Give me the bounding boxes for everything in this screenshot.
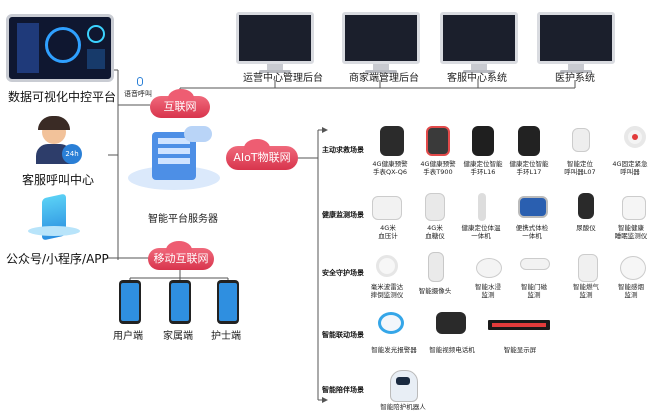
device-label: 健康定位智能 手环L17 bbox=[509, 160, 549, 176]
device-label: 健康定位智能 手环L16 bbox=[463, 160, 503, 176]
sleep-monitor-icon bbox=[622, 196, 646, 220]
monitor-merchant bbox=[342, 12, 420, 73]
device-label: 智能显示屏 bbox=[503, 346, 537, 354]
smoke-sensor-icon bbox=[620, 256, 646, 280]
scene-title: 安全守护场景 bbox=[322, 269, 364, 277]
device-label: 智能水浸 监测 bbox=[475, 283, 501, 299]
video-phone-icon bbox=[436, 312, 466, 334]
system-label: 客服中心系统 bbox=[447, 73, 507, 84]
client-label: 用户端 bbox=[113, 331, 143, 342]
server-illustration bbox=[128, 126, 220, 192]
mobile-app-label: 公众号/小程序/APP bbox=[6, 252, 109, 266]
monitor-service bbox=[440, 12, 518, 73]
call-center-label: 客服呼叫中心 bbox=[22, 173, 95, 187]
badge-24h: 24h bbox=[62, 144, 82, 164]
aiot-cloud: AIoT物联网 bbox=[226, 139, 298, 170]
health-kiosk-icon bbox=[518, 196, 548, 218]
aiot-label: AIoT物联网 bbox=[233, 151, 291, 164]
phone-family bbox=[169, 280, 191, 324]
watch-icon bbox=[380, 126, 404, 156]
microphone-icon bbox=[137, 77, 143, 86]
watch-icon bbox=[426, 126, 450, 156]
client-label: 护士端 bbox=[211, 331, 241, 342]
monitor-operations bbox=[236, 12, 314, 73]
device-label: 4G米 血糖仪 bbox=[425, 224, 445, 240]
device-label: 尿酸仪 bbox=[576, 224, 596, 232]
call-center-icon: 24h bbox=[32, 116, 82, 164]
band-icon bbox=[518, 126, 540, 156]
voice-call-label: 语音呼叫 bbox=[124, 90, 152, 98]
locator-icon bbox=[572, 128, 590, 152]
internet-label: 互联网 bbox=[163, 100, 197, 113]
emergency-button-icon bbox=[624, 126, 646, 148]
device-label: 智能健康 睡眠监测仪 bbox=[614, 224, 648, 240]
internet-cloud: 互联网 bbox=[150, 89, 210, 118]
dashboard-device bbox=[6, 14, 114, 82]
system-label: 运营中心管理后台 bbox=[243, 73, 323, 84]
uric-acid-meter-icon bbox=[578, 193, 594, 219]
system-label: 医护系统 bbox=[555, 73, 595, 84]
camera-icon bbox=[428, 252, 444, 282]
scene-title: 智能陪伴场景 bbox=[322, 386, 364, 394]
device-label: 智能感烟 监测 bbox=[618, 283, 644, 299]
gas-sensor-icon bbox=[578, 254, 598, 282]
device-label: 4G健康预警 手表T900 bbox=[420, 160, 456, 176]
device-label: 4G米 血压计 bbox=[378, 224, 398, 240]
mobile-internet-cloud: 移动互联网 bbox=[148, 241, 214, 270]
mobile-internet-label: 移动互联网 bbox=[153, 252, 209, 265]
scene-title: 智能联动场景 bbox=[322, 331, 364, 339]
device-label: 智能燃气 监测 bbox=[573, 283, 599, 299]
radar-icon bbox=[376, 255, 398, 277]
device-label: 智能门磁 监测 bbox=[521, 283, 547, 299]
device-label: 4G固定紧急 呼叫器 bbox=[612, 160, 648, 176]
band-icon bbox=[472, 126, 494, 156]
device-label: 智能陪护机器人 bbox=[380, 403, 426, 411]
device-label: 便携式体检 一体机 bbox=[515, 224, 549, 240]
device-label: 智能发光报警器 bbox=[371, 346, 417, 354]
system-label: 商家端管理后台 bbox=[349, 73, 419, 84]
server-label: 智能平台服务器 bbox=[148, 214, 218, 225]
door-sensor-icon bbox=[520, 258, 550, 270]
water-sensor-icon bbox=[476, 258, 502, 278]
dashboard-label: 数据可视化中控平台 bbox=[8, 90, 117, 104]
robot-icon bbox=[390, 370, 418, 402]
device-label: 4G健康预警 手表QX-Q6 bbox=[372, 160, 408, 176]
device-label: 健康定位体温 一体机 bbox=[461, 224, 501, 240]
phone-nurse bbox=[217, 280, 239, 324]
client-label: 家属端 bbox=[163, 331, 193, 342]
device-label: 毫米波雷达 摔倒监测仪 bbox=[370, 283, 404, 299]
scene-title: 健康监测场景 bbox=[322, 211, 364, 219]
blood-pressure-icon bbox=[372, 196, 402, 220]
device-label: 智能定位 呼叫器L07 bbox=[564, 160, 596, 176]
monitor-medical bbox=[537, 12, 615, 73]
led-display-icon bbox=[488, 320, 550, 330]
phone-user bbox=[119, 280, 141, 324]
alarm-light-icon bbox=[378, 312, 404, 334]
thermometer-icon bbox=[478, 193, 486, 221]
device-label: 智能视频电话机 bbox=[429, 346, 475, 354]
device-label: 智能摄像头 bbox=[418, 287, 452, 295]
glucose-meter-icon bbox=[425, 193, 445, 221]
scene-title: 主动求救场景 bbox=[322, 146, 364, 154]
mobile-app-icon bbox=[28, 193, 80, 242]
